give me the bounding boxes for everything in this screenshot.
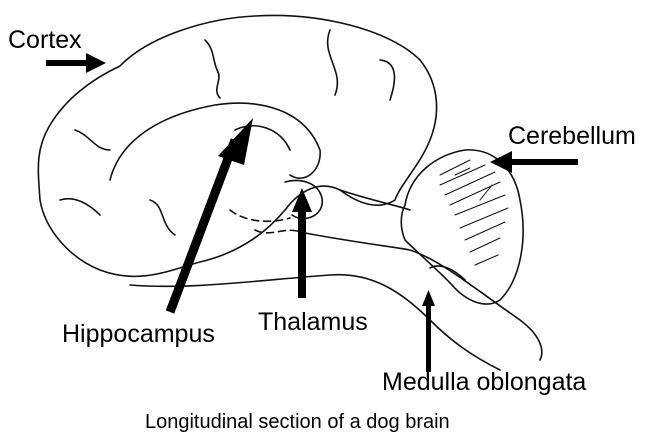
label-cortex: Cortex [8,28,82,53]
thalamus-arrow [292,188,312,298]
cerebellum-arrow [490,151,578,173]
label-medulla-oblongata: Medulla oblongata [382,370,586,395]
medulla-arrow [422,290,435,372]
inner-arch [110,103,320,180]
brainstem-outline [300,232,542,360]
figure-caption: Longitudinal section of a dog brain [145,412,450,432]
cortex-arrow [46,53,106,73]
label-hippocampus: Hippocampus [62,322,215,347]
label-thalamus: Thalamus [258,310,368,335]
label-cerebellum: Cerebellum [508,124,636,149]
cerebellum-folia [440,160,508,265]
